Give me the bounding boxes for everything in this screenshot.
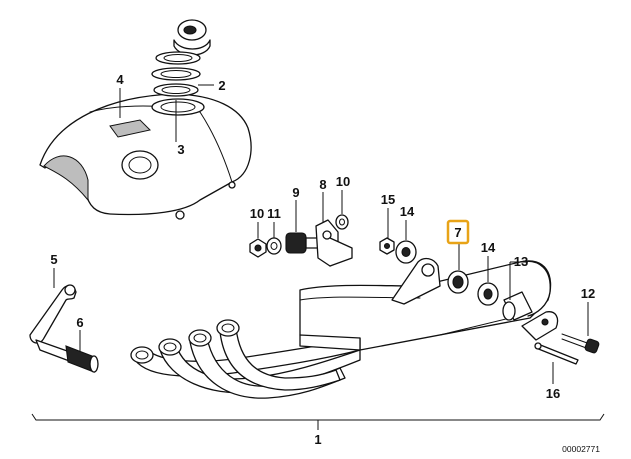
split-pin-16[interactable] [534, 342, 579, 365]
cap-ring-upper[interactable] [155, 51, 201, 65]
rubber-bush-14-lower[interactable] [477, 282, 499, 306]
bracket-8[interactable] [315, 219, 353, 267]
highlight-box [446, 219, 470, 245]
leader-lines [31, 84, 605, 430]
label-4[interactable]: 4 [116, 72, 124, 87]
label-2[interactable]: 2 [218, 78, 225, 93]
bolt-12[interactable] [561, 333, 600, 354]
label-14-lower[interactable]: 14 [481, 240, 496, 255]
clamp-bracket[interactable] [521, 311, 559, 341]
cap-ring-3[interactable] [153, 83, 199, 97]
label-8[interactable]: 8 [319, 177, 326, 192]
label-11[interactable]: 11 [267, 206, 281, 221]
washer-10-right[interactable] [335, 214, 349, 230]
footrest-peg[interactable] [35, 339, 99, 373]
filler-cap[interactable] [173, 19, 211, 56]
label-12[interactable]: 12 [581, 286, 595, 301]
cap-gasket-2[interactable] [151, 67, 201, 81]
label-14-upper[interactable]: 14 [400, 204, 415, 219]
label-15[interactable]: 15 [381, 192, 395, 207]
nut-15[interactable] [379, 237, 395, 255]
nut-10-left[interactable] [249, 238, 267, 258]
reference-number: 00002771 [562, 444, 600, 454]
label-6[interactable]: 6 [76, 315, 83, 330]
label-13[interactable]: 13 [514, 254, 528, 269]
fuel-tank[interactable] [39, 93, 252, 220]
footrest-lever[interactable] [29, 284, 77, 344]
label-9[interactable]: 9 [292, 185, 299, 200]
rubber-bush-14-upper[interactable] [395, 240, 417, 264]
label-10-left[interactable]: 10 [250, 206, 264, 221]
bush-7[interactable] [447, 270, 469, 294]
label-10-right[interactable]: 10 [336, 174, 350, 189]
label-5[interactable]: 5 [50, 252, 57, 267]
washer-11[interactable] [266, 237, 282, 255]
label-3[interactable]: 3 [177, 142, 184, 157]
callout-labels: 1 2 3 4 5 6 7 8 9 10 10 11 12 13 14 14 1… [50, 72, 595, 447]
label-7[interactable]: 7 [454, 225, 461, 240]
sleeve-13[interactable] [502, 291, 533, 321]
label-16[interactable]: 16 [546, 386, 560, 401]
label-1[interactable]: 1 [314, 432, 321, 447]
